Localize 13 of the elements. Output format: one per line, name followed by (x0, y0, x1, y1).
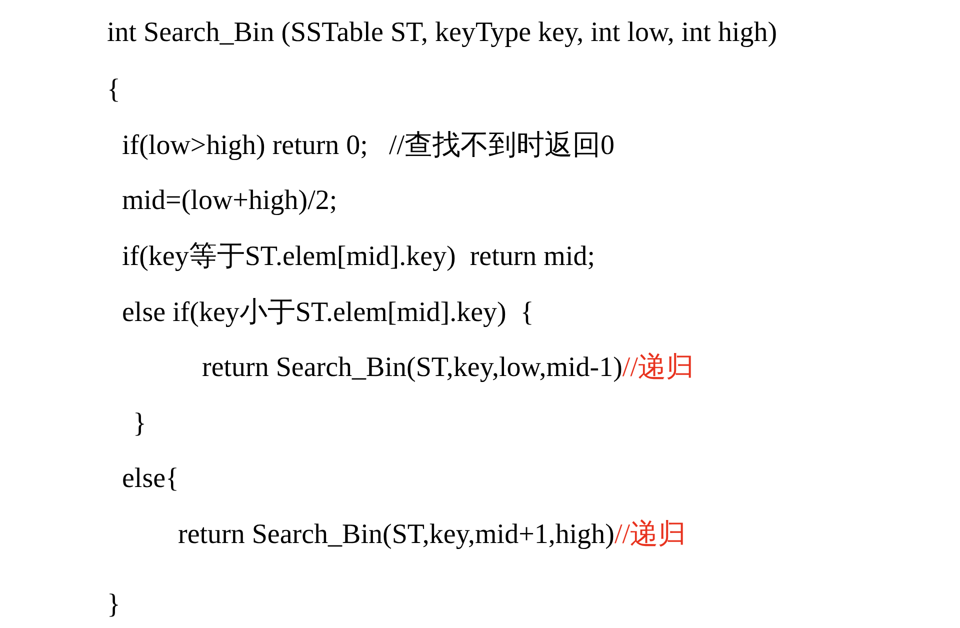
code-line: mid=(low+high)/2; (122, 185, 338, 216)
code-line: if(low>high) return 0; //查找不到时返回0 (122, 130, 615, 161)
code-comment: //递归 (614, 519, 686, 550)
code-comment: //递归 (622, 352, 694, 383)
code-line: } (133, 408, 146, 439)
code-line: { (107, 74, 120, 105)
code-line: else if(key小于ST.elem[mid].key) { (122, 297, 534, 328)
code-line: else{ (122, 463, 179, 494)
code-line: return Search_Bin(ST,key,low,mid-1) (202, 352, 622, 383)
code-line: int Search_Bin (SSTable ST, keyType key, int low, int high) (107, 17, 778, 48)
code-line: } (107, 589, 120, 620)
code-line: return Search_Bin(ST,key,mid+1,high) (178, 519, 614, 550)
code-line: if(key等于ST.elem[mid].key) return mid; (122, 241, 596, 272)
